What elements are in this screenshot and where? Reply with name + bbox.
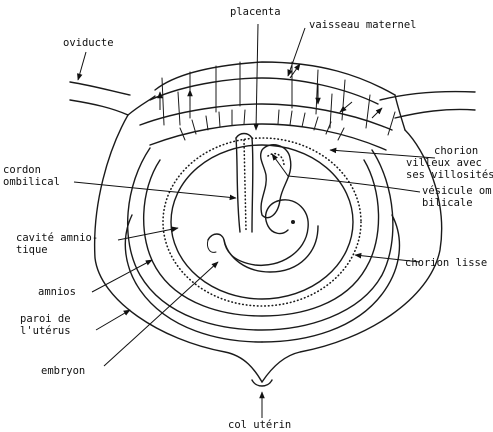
membrane-layers bbox=[124, 147, 401, 343]
label-amnios: amnios bbox=[38, 286, 76, 298]
chorionic-villi bbox=[179, 109, 345, 141]
amniotic-cavity bbox=[162, 137, 362, 307]
placenta-tissue bbox=[139, 61, 396, 151]
umbilical-cord bbox=[235, 132, 254, 233]
label-vesicule-line1: vésicule om- bbox=[422, 185, 493, 197]
label-chorion-lisse: chorion lisse bbox=[405, 257, 488, 269]
label-chorion-villeux-line3: ses villosités bbox=[406, 169, 493, 181]
label-vesicule-line2: bilicale bbox=[422, 197, 473, 209]
yolk-sac bbox=[259, 144, 292, 219]
label-cavite-line2: tique bbox=[16, 244, 48, 256]
label-cavite-line1: cavité amnio- bbox=[16, 232, 99, 244]
label-col-uterin: col utérin bbox=[228, 419, 292, 431]
uterine-wall bbox=[69, 61, 476, 383]
label-chorion-villeux-line2: villeux avec bbox=[406, 157, 482, 169]
label-placenta: placenta bbox=[230, 6, 281, 18]
cervix bbox=[251, 379, 273, 387]
label-paroi-line2: l'utérus bbox=[20, 325, 71, 337]
label-paroi-line1: paroi de bbox=[20, 313, 71, 325]
label-vaisseau-maternel: vaisseau maternel bbox=[309, 19, 417, 31]
label-embryon: embryon bbox=[41, 365, 86, 377]
label-cordon-line2: ombilical bbox=[3, 176, 60, 188]
embryo bbox=[207, 199, 319, 273]
label-oviducte: oviducte bbox=[63, 37, 114, 49]
label-cordon-line1: cordon bbox=[3, 164, 41, 176]
label-chorion-villeux-line1: chorion bbox=[434, 145, 479, 157]
leader-lines bbox=[73, 23, 436, 418]
